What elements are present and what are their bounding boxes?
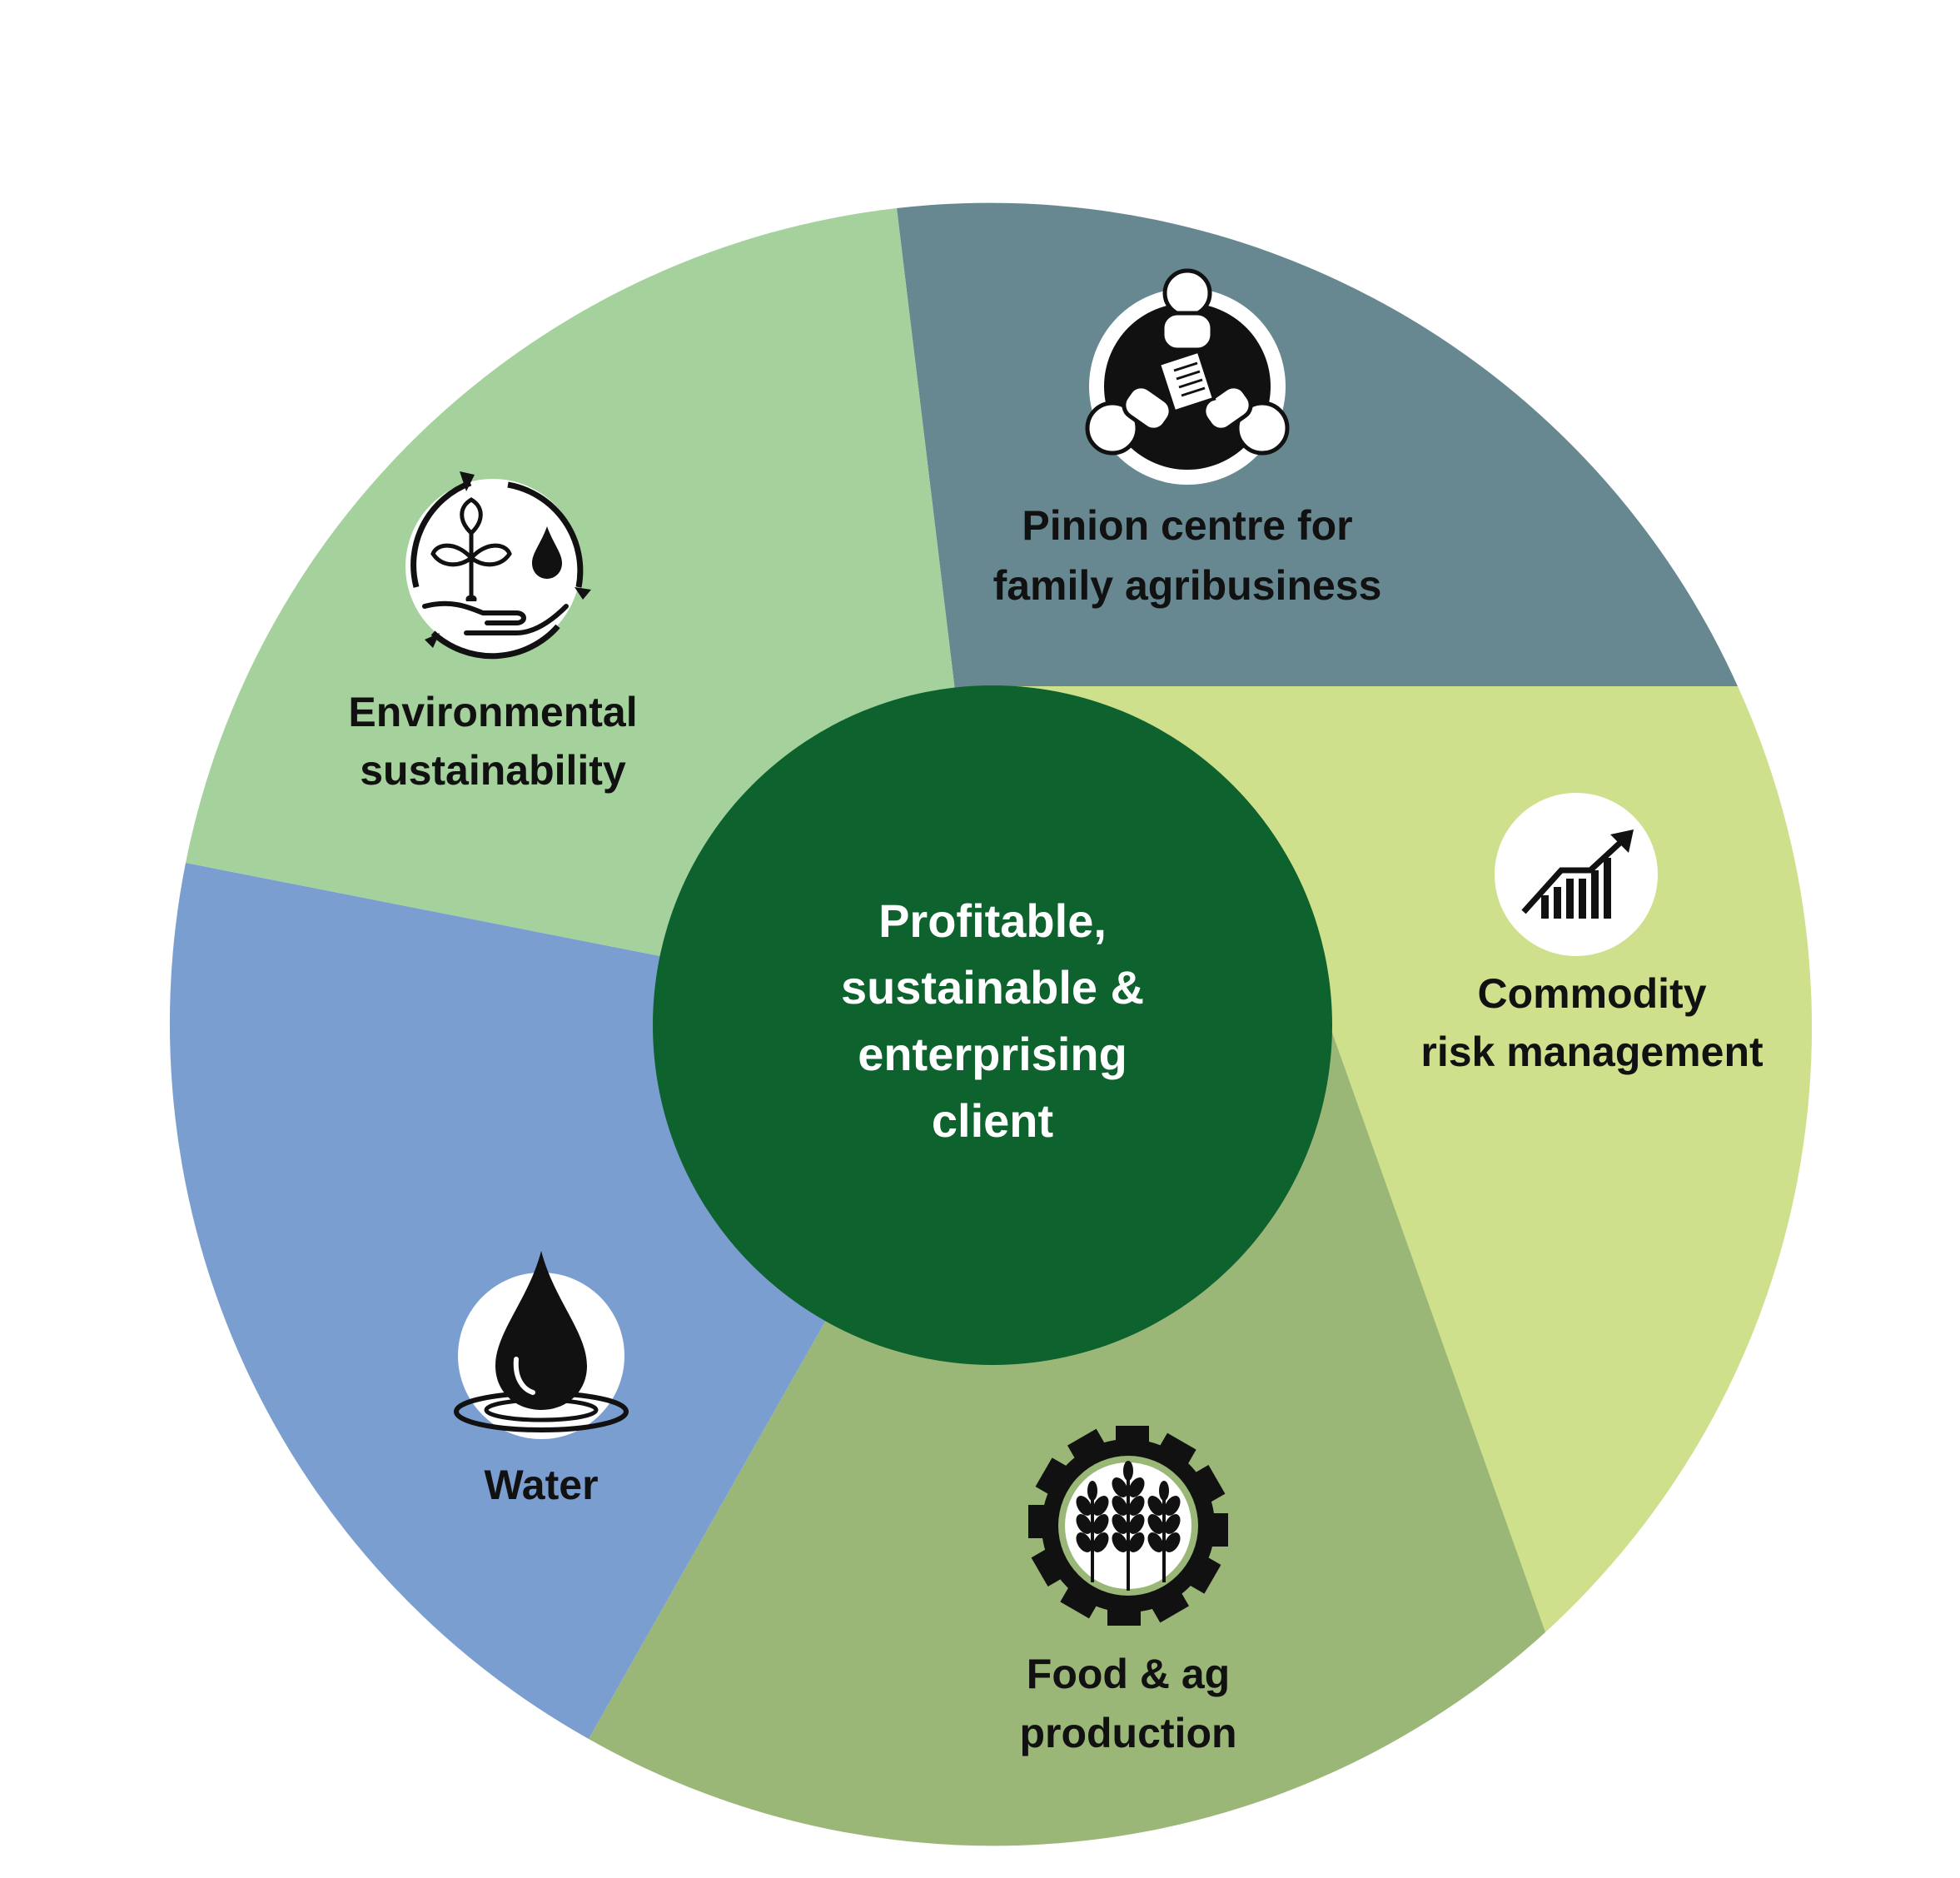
pinion-label-line-1: Pinion centre for [1022,502,1352,549]
people-meeting-icon [1085,268,1290,485]
food-label-line-2: production [1019,1710,1236,1756]
growth-chart-icon [1495,793,1658,956]
environment-label-line-2: sustainability [360,747,626,794]
center-label-line-1: Profitable, [878,894,1107,947]
center-circle [653,685,1332,1365]
commodity-label-line-1: Commodity [1478,970,1707,1017]
plant-hand-cycle-icon [405,471,591,660]
center-label-line-3: enterprising [858,1028,1127,1080]
pinion-label-line-2: family agribusiness [993,562,1382,609]
commodity-label-line-2: risk management [1420,1029,1764,1075]
water-drop-icon [454,1251,629,1439]
environment-label-line-1: Environmental [348,689,637,735]
center-label-line-2: sustainable & [841,961,1144,1014]
wheat-gear-icon [1028,1426,1228,1626]
food-label-line-1: Food & ag [1027,1651,1230,1697]
segment-food [589,1022,1545,1846]
water-label: Water [484,1462,598,1508]
center-label-line-4: client [932,1094,1053,1147]
